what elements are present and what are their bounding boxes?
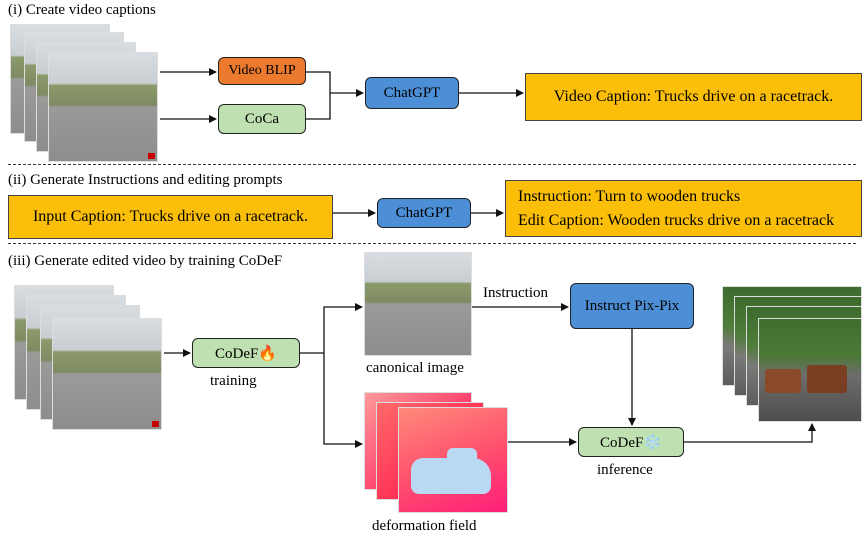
instruction-line: Instruction: Turn to wooden trucks <box>518 187 741 205</box>
instruction-edit-caption-box: Instruction: Turn to wooden trucks Edit … <box>505 180 862 237</box>
deformation-field-label: deformation field <box>372 518 477 534</box>
coca-node: CoCa <box>218 104 306 134</box>
instruct-pix2pix-node: Instruct Pix-Pix <box>570 283 694 329</box>
input-caption-box: Input Caption: Trucks drive on a racetra… <box>8 195 333 239</box>
codef-train-node: CoDeF🔥 <box>192 338 300 368</box>
section-divider-1 <box>8 164 856 165</box>
section-title-iii: (iii) Generate edited video by training … <box>8 253 283 269</box>
canonical-image-label: canonical image <box>366 360 464 376</box>
section-divider-2 <box>8 243 856 244</box>
chatgpt-node-2: ChatGPT <box>377 198 471 228</box>
video-caption-box: Video Caption: Trucks drive on a racetra… <box>525 73 862 121</box>
codef-infer-node: CoDeF❄️ <box>578 427 684 457</box>
training-label: training <box>210 373 257 389</box>
chatgpt-node-1: ChatGPT <box>365 77 459 109</box>
canonical-image <box>364 252 472 356</box>
video-blip-node: Video BLIP <box>218 57 306 85</box>
inference-label: inference <box>597 462 653 478</box>
instruction-edge-label: Instruction <box>483 285 548 301</box>
section-title-ii: (ii) Generate Instructions and editing p… <box>8 172 283 188</box>
section-title-i: (i) Create video captions <box>8 2 156 18</box>
edit-caption-line: Edit Caption: Wooden trucks drive on a r… <box>518 211 835 229</box>
